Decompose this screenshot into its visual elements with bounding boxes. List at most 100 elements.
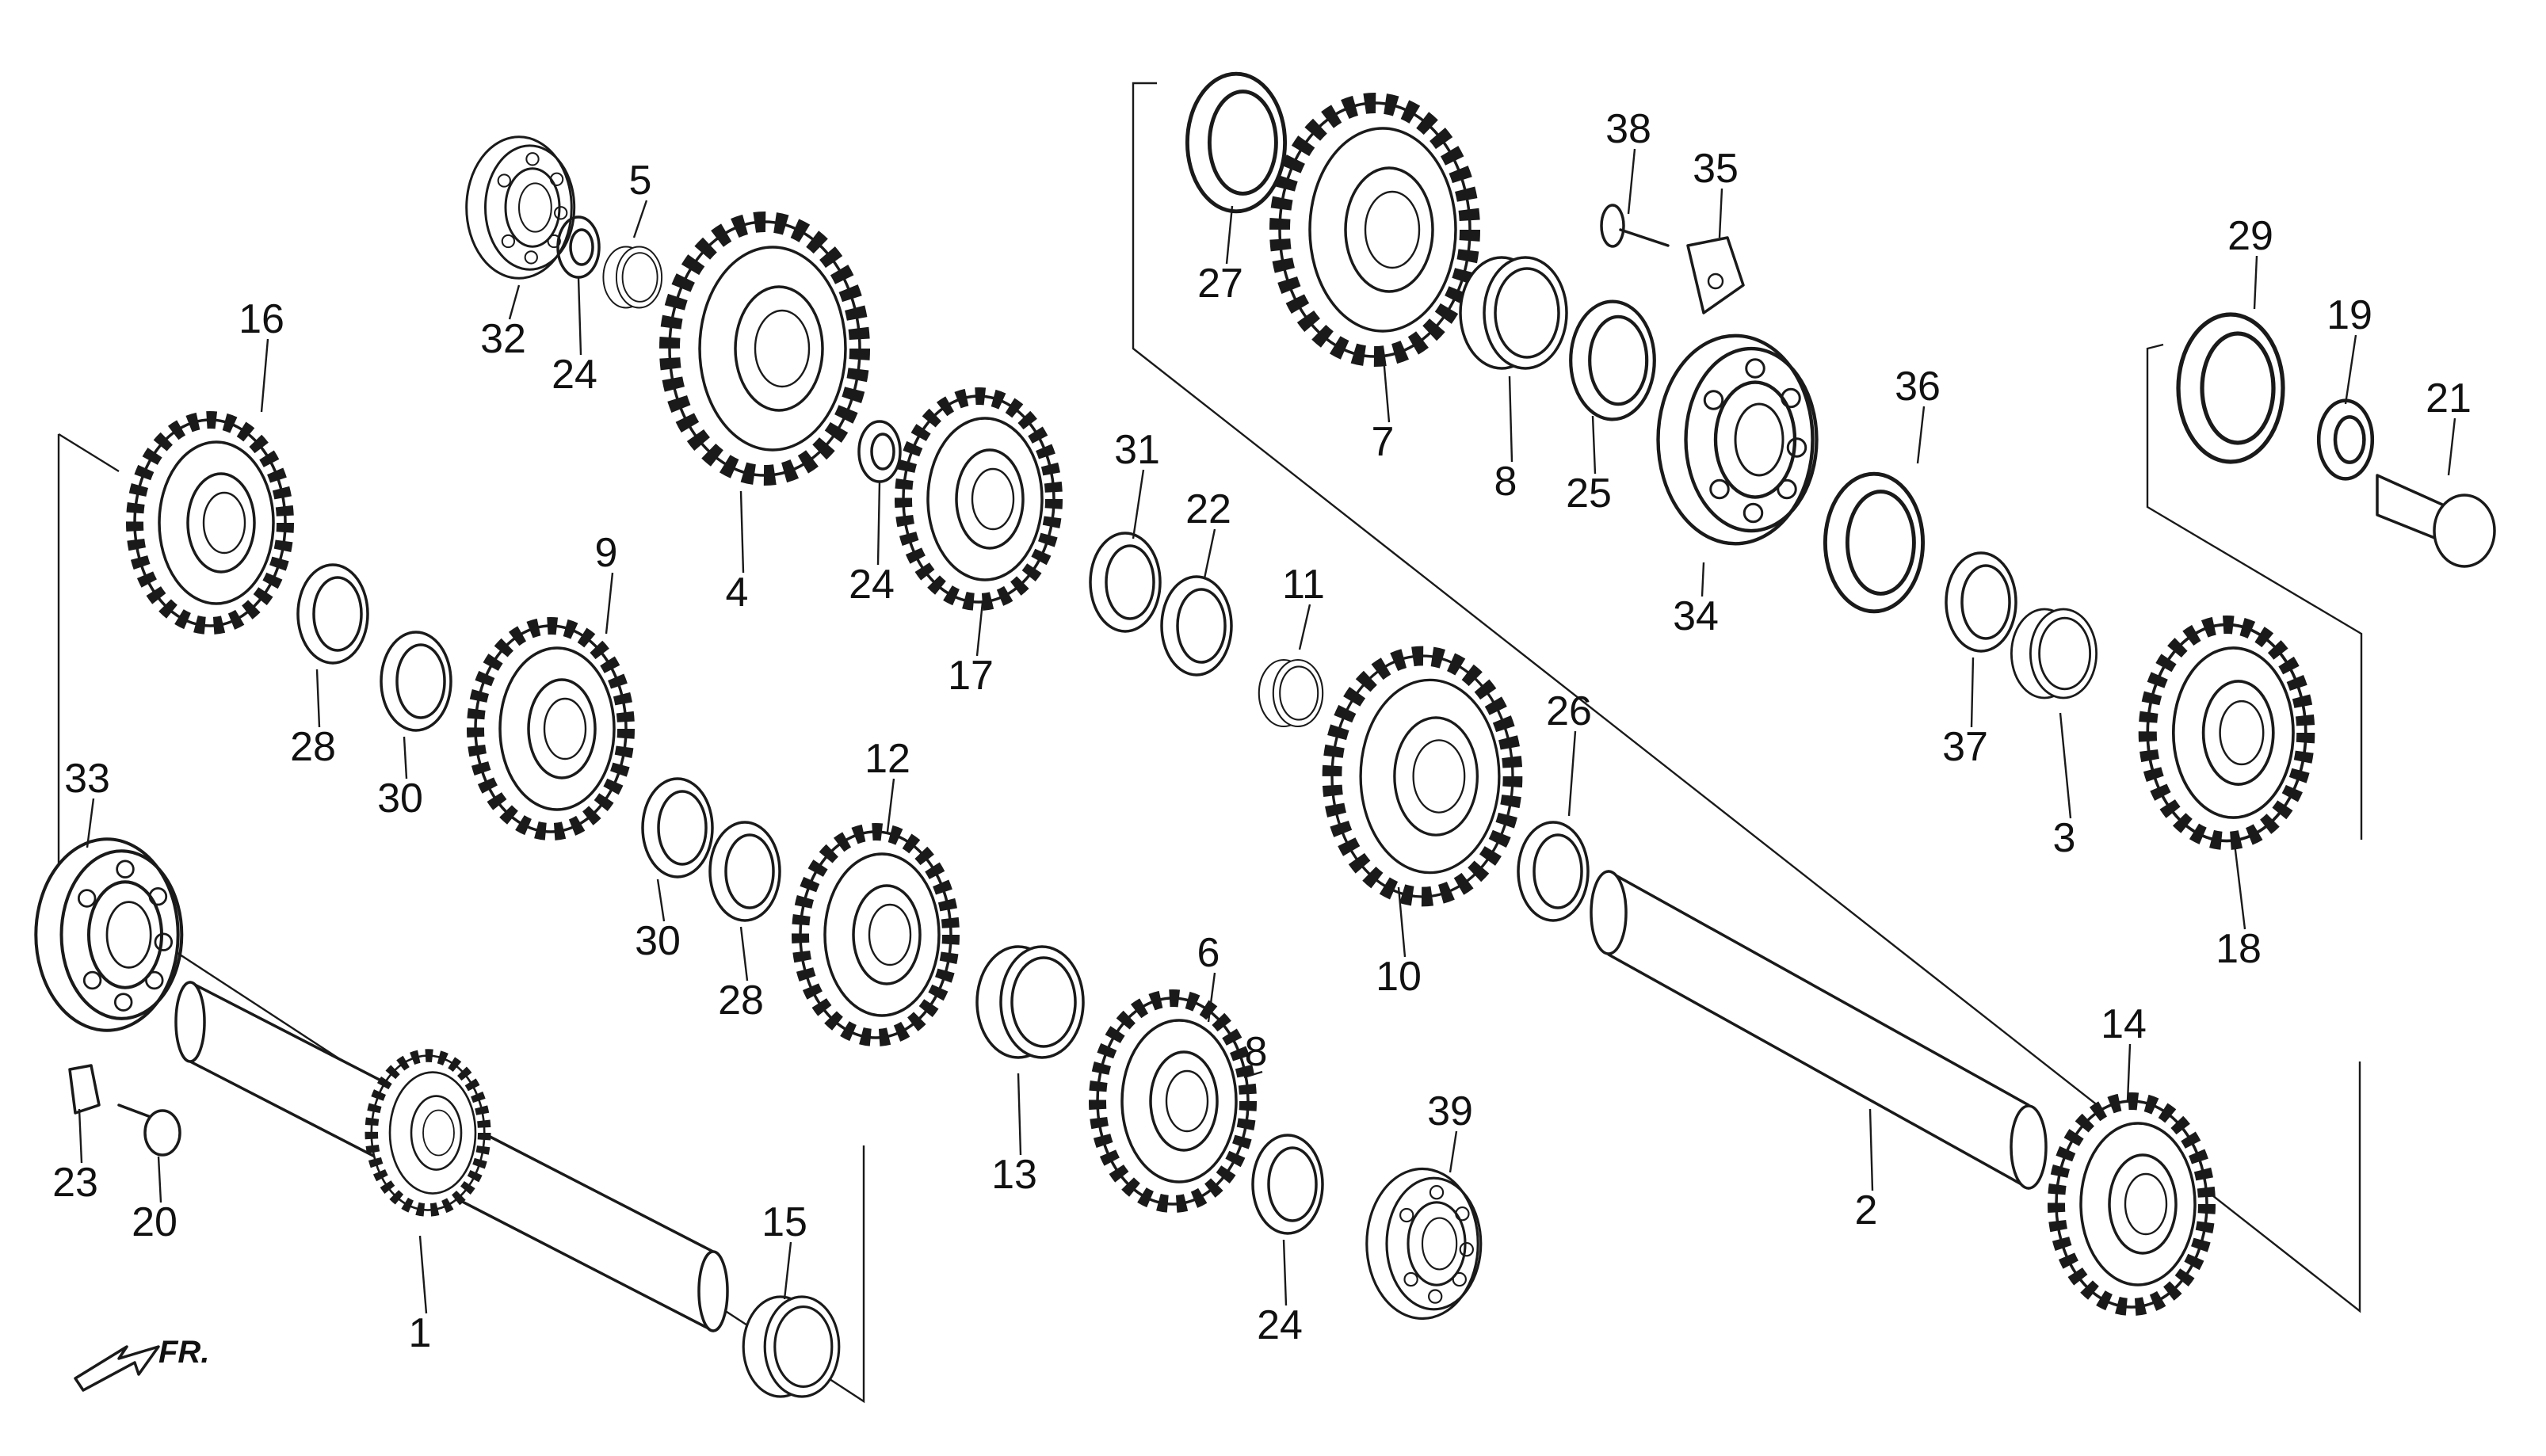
leader-line [1381, 348, 1391, 423]
leader-line [1916, 406, 1926, 464]
sprocket-18 [2147, 625, 2306, 841]
part-number-label: 2 [1855, 1187, 1878, 1233]
leader-line [1701, 562, 1705, 597]
callout-p4: 4 [726, 490, 749, 616]
callout-p15: 15 [762, 1199, 807, 1300]
part-number-label: 11 [1282, 562, 1325, 608]
part-number-label: 20 [132, 1199, 177, 1245]
part-number-label: 30 [635, 918, 681, 964]
leader-line [632, 200, 648, 238]
leader-line [1207, 972, 1216, 1023]
bolt-21 [2376, 474, 2496, 568]
leader-line [783, 1241, 792, 1300]
callout-p13: 13 [991, 1073, 1037, 1198]
part-number-label: 38 [1605, 106, 1651, 152]
leader-line [1225, 205, 1234, 265]
leader-line [1282, 1239, 1288, 1306]
plate-23 [68, 1064, 101, 1115]
part-number-label: 36 [1895, 364, 1941, 410]
leader-line [508, 284, 521, 320]
front-direction-arrow: FR. [74, 1335, 209, 1392]
bushing-8 [1459, 256, 1568, 370]
part-number-label: 37 [1942, 724, 1988, 770]
part-number-label: 14 [2101, 1001, 2147, 1047]
washer-26 [1517, 821, 1590, 922]
callout-p36: 36 [1895, 364, 1941, 464]
part-number-label: 21 [2426, 375, 2472, 421]
leader-line [86, 798, 95, 848]
part-number-label: 17 [948, 653, 994, 699]
washer-22 [1160, 575, 1233, 677]
part-number-label: 12 [865, 736, 910, 782]
leader-line [2126, 1043, 2132, 1102]
leader-line [886, 778, 895, 833]
collar-15 [742, 1295, 841, 1398]
callout-p2: 2 [1855, 1108, 1878, 1233]
leader-line [1397, 886, 1407, 958]
part-number-label: 3 [2053, 815, 2076, 861]
callout-p21: 21 [2426, 375, 2472, 476]
callout-p24a: 24 [552, 276, 597, 398]
circlip-30-mid [641, 777, 714, 879]
leader-line [1627, 148, 1636, 215]
callout-p26: 26 [1546, 688, 1592, 817]
leader-line [1567, 730, 1577, 817]
part-number-label: 31 [1114, 427, 1160, 473]
washer-28-left [296, 563, 369, 665]
callout-p11: 11 [1282, 562, 1325, 650]
part-number-label: 15 [762, 1199, 807, 1245]
collar-5 [602, 246, 663, 309]
ring-27 [1187, 74, 1284, 212]
leader-line [157, 1156, 162, 1203]
callout-p39: 39 [1427, 1088, 1473, 1173]
part-number-label: 32 [480, 316, 526, 362]
leader-line [1017, 1073, 1022, 1156]
part-number-label: 26 [1546, 688, 1592, 734]
ring-37 [1945, 551, 2017, 653]
callout-p35: 35 [1693, 146, 1739, 238]
circlip-31 [1089, 532, 1162, 633]
part-number-label: 6 [1197, 930, 1220, 976]
part-number-label: 10 [1376, 954, 1422, 1000]
leader-line [1591, 415, 1597, 475]
washer-25 [1571, 302, 1655, 420]
gear-7 [1280, 103, 1470, 356]
callout-p5: 5 [629, 158, 652, 238]
callout-p10: 10 [1376, 886, 1422, 1000]
callout-p28a: 28 [290, 669, 336, 770]
callout-p8a: 8 [1494, 375, 1517, 505]
part-number-label: 22 [1185, 486, 1231, 532]
gear-12 [800, 832, 951, 1038]
part-number-label: 5 [629, 158, 652, 204]
callout-p9: 9 [595, 530, 618, 635]
callout-p1: 1 [409, 1235, 431, 1356]
part-number-label: 24 [1257, 1302, 1303, 1348]
callout-p19: 19 [2327, 292, 2372, 405]
part-number-label: 4 [726, 570, 749, 616]
part-number-label: 16 [239, 296, 284, 342]
part-number-label: 19 [2327, 292, 2372, 338]
callout-p3: 3 [2053, 712, 2076, 861]
callout-p24c: 24 [1257, 1239, 1303, 1348]
part-number-label: 24 [552, 352, 597, 398]
part-number-label: 8 [1245, 1029, 1268, 1075]
leader-line [1508, 375, 1513, 463]
callout-p25: 25 [1566, 415, 1612, 516]
leader-line [403, 736, 408, 779]
callout-p8b: 8 [1243, 1029, 1268, 1079]
part-number-label: 30 [377, 776, 423, 821]
part-number-label: 9 [595, 530, 618, 576]
callout-p30b: 30 [635, 879, 681, 964]
leader-line [2233, 843, 2246, 930]
mainshaft-1 [174, 981, 729, 1332]
right-shaft-group-outline [1132, 82, 2361, 1313]
part-number-label: 28 [718, 978, 764, 1023]
callout-p24b: 24 [849, 481, 895, 608]
callout-p37: 37 [1942, 657, 1988, 770]
collar-3 [2010, 608, 2098, 699]
leader-line [1718, 188, 1723, 238]
leader-line [1243, 1070, 1263, 1079]
gear-10 [1332, 656, 1513, 897]
